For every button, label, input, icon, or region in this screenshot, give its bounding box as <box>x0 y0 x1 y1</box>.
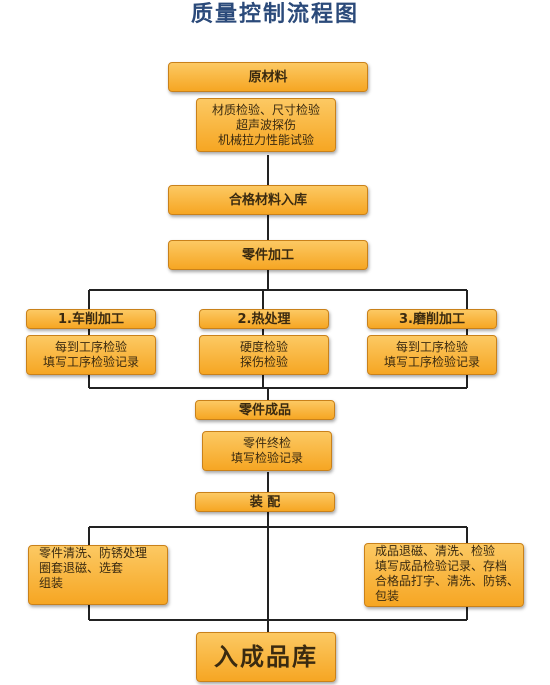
assembly-box: 装 配 <box>195 492 335 512</box>
turning-box: 1.车削加工 <box>26 309 156 329</box>
turning-note-line-2: 填写工序检验记录 <box>42 355 139 369</box>
raw-inspection-line-1: 材质检验、尺寸检验 <box>211 102 320 117</box>
assembly-left-line-2: 圈套退磁、选套 <box>39 561 124 575</box>
final-inspection-box: 零件终检 填写检验记录 <box>202 431 332 471</box>
final-inspection-line-1: 零件终检 <box>242 436 291 450</box>
heat-treatment-box: 2.热处理 <box>199 309 329 329</box>
heat-note-line-1: 硬度检验 <box>239 340 288 354</box>
qualified-storage-box: 合格材料入库 <box>168 185 368 215</box>
heat-note-line-2: 探伤检验 <box>239 355 288 369</box>
warehouse-box: 入成品库 <box>196 632 336 682</box>
raw-inspection-line-2: 超声波探伤 <box>235 117 296 132</box>
assembly-left-line-1: 零件清洗、防锈处理 <box>39 546 148 560</box>
grinding-note-box: 每到工序检验 填写工序检验记录 <box>367 335 497 375</box>
finished-part-box: 零件成品 <box>195 400 335 420</box>
grinding-box: 3.磨削加工 <box>367 309 497 329</box>
raw-material-box: 原材料 <box>168 62 368 92</box>
heat-note-box: 硬度检验 探伤检验 <box>199 335 329 375</box>
raw-inspection-line-3: 机械拉力性能试验 <box>217 132 314 147</box>
final-inspection-line-2: 填写检验记录 <box>230 451 303 465</box>
diagram-title: 质量控制流程图 <box>190 2 359 27</box>
assembly-right-box: 成品退磁、清洗、检验 填写成品检验记录、存档 合格品打字、清洗、防锈、 包装 <box>364 543 524 607</box>
assembly-right-line-1: 成品退磁、清洗、检验 <box>375 544 496 558</box>
assembly-right-line-3: 合格品打字、清洗、防锈、 <box>375 574 520 588</box>
assembly-right-line-4: 包装 <box>375 589 400 603</box>
assembly-left-line-3: 组装 <box>39 576 64 590</box>
assembly-left-box: 零件清洗、防锈处理 圈套退磁、选套 组装 <box>28 545 168 605</box>
grinding-note-line-1: 每到工序检验 <box>395 340 468 354</box>
part-machining-box: 零件加工 <box>168 240 368 270</box>
grinding-note-line-2: 填写工序检验记录 <box>383 355 480 369</box>
turning-note-line-1: 每到工序检验 <box>54 340 127 354</box>
raw-inspection-box: 材质检验、尺寸检验 超声波探伤 机械拉力性能试验 <box>196 98 336 152</box>
turning-note-box: 每到工序检验 填写工序检验记录 <box>26 335 156 375</box>
assembly-right-line-2: 填写成品检验记录、存档 <box>375 559 508 573</box>
